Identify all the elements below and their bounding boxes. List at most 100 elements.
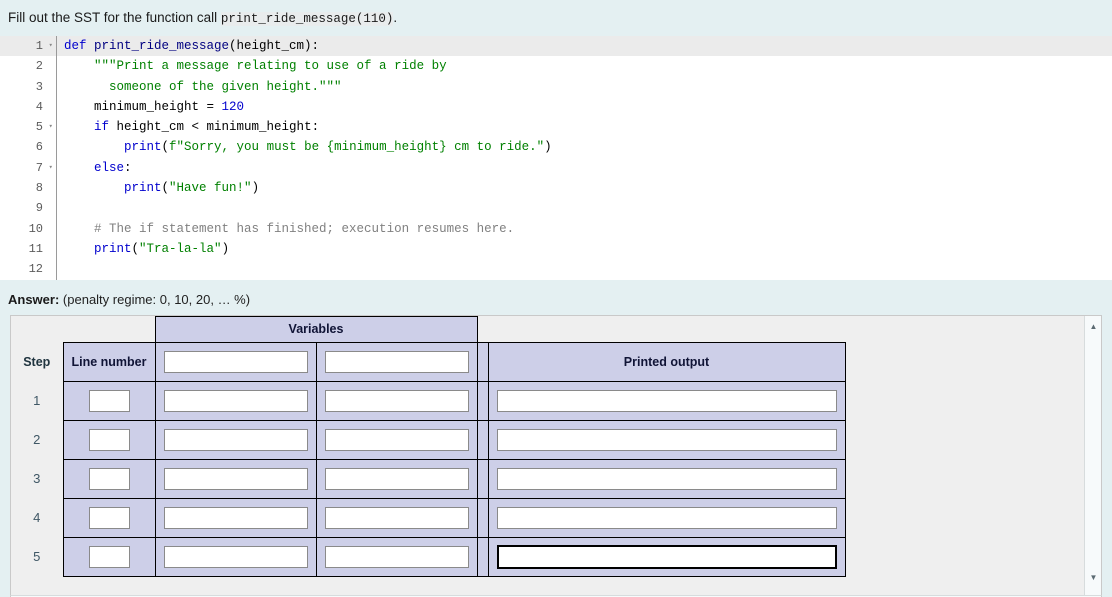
code-token: print [94,241,132,256]
variable-1-input-row-1[interactable] [163,389,308,412]
code-line-number: 12 [28,262,43,277]
printed-output-input-row-1[interactable] [496,389,837,412]
code-line-source: print(f"Sorry, you must be {minimum_heig… [58,137,1112,157]
code-fold-toggle-icon [46,178,56,198]
code-token [64,222,94,236]
code-fold-toggle-icon [46,97,56,117]
code-line: 10 # The if statement has finished; exec… [0,218,1112,239]
sst-output-blank [488,316,845,343]
code-fold-toggle-icon[interactable]: ▾ [48,163,53,172]
code-fold-toggle-icon[interactable]: ▾ [46,36,56,57]
sst-variable-2-cell [315,497,478,538]
variable-2-input-row-4[interactable] [324,506,469,529]
sst-line-number-cell [62,536,156,577]
code-line: 12 [0,259,1112,280]
sst-spacer-cell [476,497,489,538]
variable-1-input-row-5[interactable] [163,545,308,568]
sst-printed-output-cell [487,380,846,421]
code-gutter-divider [55,36,58,57]
printed-output-input-row-5[interactable] [496,544,837,569]
variable-2-input-row-2[interactable] [324,428,469,451]
code-line: 6 print(f"Sorry, you must be {minimum_he… [0,137,1112,158]
sst-variable-2-cell [315,419,478,460]
code-line-number: 4 [35,99,43,114]
sst-step-number: 5 [11,537,63,577]
code-fold-toggle-icon[interactable]: ▾ [48,123,53,132]
code-token: "Have fun!" [169,181,252,196]
variable-2-input-row-1[interactable] [324,389,469,412]
answer-label: Answer: [8,291,60,307]
variable-2-input-row-5[interactable] [324,545,469,568]
scroll-down-icon[interactable]: ▼ [1089,572,1098,582]
code-token: someone of the given height.""" [109,79,342,94]
variable-1-input-row-2[interactable] [163,428,308,451]
horizontal-scrollbar[interactable]: ◀ ▶ ╱╱ [10,594,1102,597]
code-token: print_ride_message [94,39,230,53]
sst-col-header-printed-output: Printed output [487,341,846,382]
variable-1-input-row-4[interactable] [163,506,308,529]
code-line-number: 3 [35,79,43,94]
variable-1-name-input[interactable] [163,350,308,373]
sst-spacer-cell [476,380,489,421]
code-gutter-divider [55,76,58,97]
code-line-source [58,259,1112,279]
vertical-scrollbar[interactable]: ▲ ▼ [1084,315,1101,595]
sst-corner-blank-2 [63,316,155,343]
variable-2-name-input[interactable] [324,350,469,373]
printed-output-input-row-3[interactable] [496,467,837,490]
code-token: if [94,120,110,135]
sst-variable-1-cell [154,380,317,421]
sst-table-row: 3 [11,458,846,499]
code-line-source: someone of the given height.""" [58,77,1112,97]
code-token [64,140,124,154]
code-token: print [124,140,162,155]
code-gutter-divider [55,137,58,158]
line-number-input-row-2[interactable] [88,428,130,451]
code-fold-toggle-icon [46,198,56,218]
line-number-input-row-1[interactable] [88,389,130,412]
code-line-number: 5 [35,120,43,135]
sst-table-row: 5 [11,536,846,577]
sst-variable-2-cell [315,458,478,499]
code-token: : [124,160,132,175]
sst-header-var1-cell [154,341,317,382]
line-number-input-row-3[interactable] [88,467,130,490]
scroll-up-icon[interactable]: ▲ [1089,321,1098,331]
answer-label-row: Answer: (penalty regime: 0, 10, 20, … %) [0,279,1112,315]
code-line-source: if height_cm < minimum_height: [58,117,1112,137]
code-line-source: print("Tra-la-la") [58,239,1112,259]
sst-table-row: 2 [11,419,846,460]
code-line-number: 1 [0,36,46,57]
code-token: minimum_height = [64,99,222,114]
code-token: height_cm < minimum_height: [109,120,320,135]
code-line: 2 """Print a message relating to use of … [0,56,1112,77]
line-number-input-row-4[interactable] [88,506,130,529]
printed-output-input-row-2[interactable] [496,428,837,451]
line-number-input-row-5[interactable] [88,545,130,568]
code-token [64,80,109,94]
code-token: (height_cm): [229,39,320,53]
printed-output-input-row-4[interactable] [496,506,837,529]
sst-variable-2-cell [315,380,478,421]
code-gutter-divider [55,198,58,219]
code-table: 1▾def print_ride_message(height_cm):2 ""… [0,36,1112,280]
code-line: 7▾ else: [0,157,1112,179]
sst-variable-1-cell [154,419,317,460]
code-fold-toggle-icon [46,219,56,239]
code-line: 11 print("Tra-la-la") [0,238,1112,260]
sst-spacer-blank [477,316,488,343]
variable-1-input-row-3[interactable] [163,467,308,490]
sst-group-header-row: Variables [11,315,845,343]
code-fold-toggle-icon [46,239,56,259]
variable-2-input-row-3[interactable] [324,467,469,490]
prompt-text-before: Fill out the SST for the function call [8,10,221,25]
code-line-number: 6 [35,140,43,155]
sst-table-row: 4 [11,497,846,538]
code-gutter-divider [55,157,58,179]
code-line-number: 9 [35,201,43,216]
sst-spacer-cell [476,536,489,577]
code-line-number: 11 [28,241,43,256]
